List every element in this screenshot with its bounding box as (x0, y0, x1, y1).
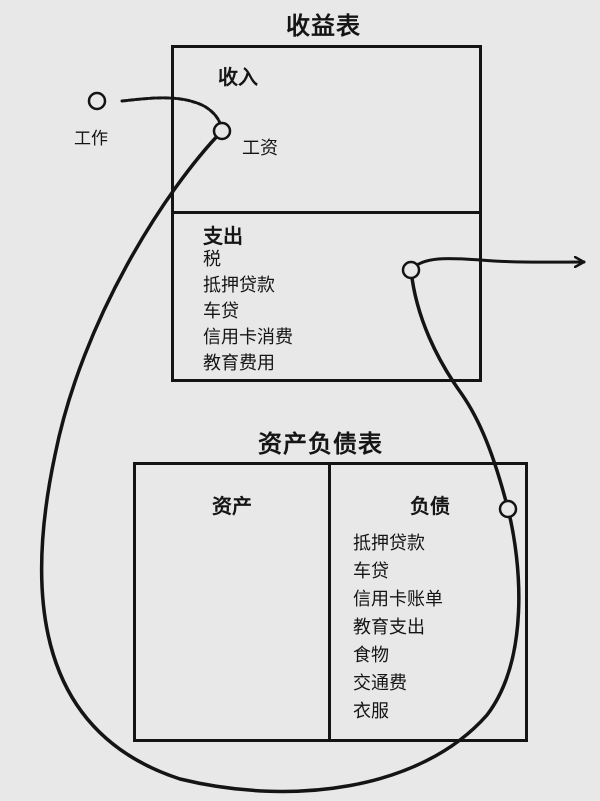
liability-item: 信用卡账单 (353, 589, 443, 610)
income-statement-title: 收益表 (286, 12, 361, 40)
liability-item: 交通费 (353, 673, 407, 694)
expense-item: 教育费用 (203, 353, 275, 374)
income-item-salary: 工资 (242, 138, 278, 159)
liability-item: 车贷 (353, 561, 389, 582)
expense-section-title: 支出 (203, 224, 243, 248)
expense-item: 税 (203, 249, 221, 270)
work-label: 工作 (74, 129, 108, 149)
liability-item: 衣服 (353, 701, 389, 722)
expense-item: 车贷 (203, 301, 239, 322)
assets-liabilities-divider (328, 465, 331, 739)
liability-list: 抵押贷款 车贷 信用卡账单 教育支出 食物 交通费 衣服 (353, 530, 443, 726)
income-expense-divider (174, 211, 479, 214)
expense-list: 税 抵押贷款 车贷 信用卡消费 教育费用 (203, 247, 293, 377)
income-section-title: 收入 (218, 65, 258, 89)
balance-sheet-title: 资产负债表 (258, 430, 383, 458)
expense-item: 抵押贷款 (203, 275, 275, 296)
liability-item: 抵押贷款 (353, 533, 425, 554)
assets-section-title: 资产 (212, 494, 252, 518)
expense-item: 信用卡消费 (203, 327, 293, 348)
liabilities-section-title: 负债 (410, 494, 450, 518)
liability-item: 教育支出 (353, 617, 425, 638)
work-node (87, 91, 107, 111)
liability-item: 食物 (353, 645, 389, 666)
